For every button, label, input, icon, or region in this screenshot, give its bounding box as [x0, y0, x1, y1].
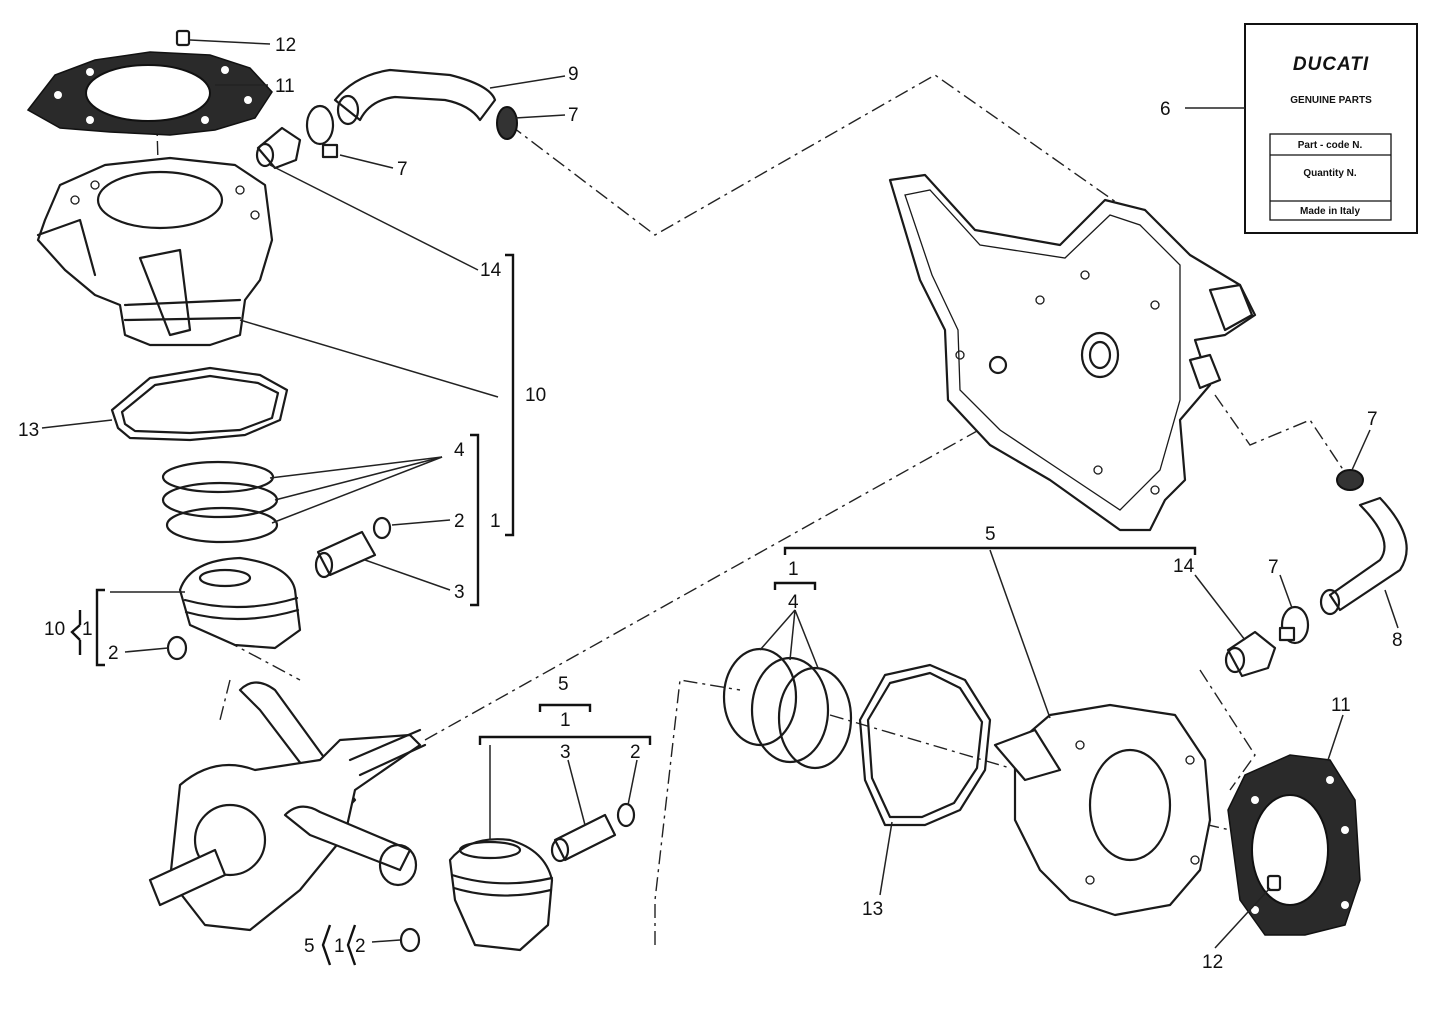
- clamp-7-top-right: [496, 106, 518, 140]
- leader-lines: [41, 39, 1399, 949]
- clamp-7-right-upper: [1336, 469, 1364, 491]
- crankshaft-assembly: [148, 681, 427, 932]
- clamp-7-right-lower: [1278, 605, 1310, 645]
- screw-12-top: [175, 29, 191, 47]
- piston-rings-4-right: [722, 647, 853, 770]
- label-card-quantity: Quantity N.: [1303, 168, 1357, 179]
- callout-1-left: 1: [490, 511, 501, 532]
- callout-7-top-right: 7: [568, 105, 579, 126]
- piston-rings-4-left: [161, 460, 279, 544]
- callout-7-right-lower: 7: [1268, 557, 1279, 578]
- callout-14-right: 14: [1173, 556, 1195, 577]
- callout-5-middle: 5: [558, 674, 569, 695]
- circlip-2-left-upper: [372, 516, 392, 540]
- callout-7-right-upper: 7: [1367, 409, 1378, 430]
- callout-10-piston: 10: [44, 619, 65, 640]
- callout-4-left: 4: [454, 440, 465, 461]
- callout-2-left-upper: 2: [454, 511, 465, 532]
- head-gasket-11-right: [1227, 754, 1361, 936]
- callout-8: 8: [1392, 630, 1403, 651]
- callout-2-left-lower: 2: [108, 643, 119, 664]
- engine-cover: [888, 173, 1257, 532]
- callout-numbers: 12 11 9 7 7 14 10 13 4 2 1 3 10 1 2 6 7 …: [18, 35, 1403, 973]
- piston-pin-3-bottom: [550, 813, 617, 863]
- callout-2-bottom: 2: [355, 936, 366, 957]
- callout-3-middle: 3: [560, 742, 571, 763]
- callout-11-right: 11: [1331, 695, 1351, 716]
- callout-2-middle: 2: [630, 742, 641, 763]
- circlip-2-left-lower: [166, 635, 188, 661]
- label-card-subtitle: GENUINE PARTS: [1290, 95, 1372, 106]
- cylinder-left: [36, 156, 274, 347]
- cylinder-right: [993, 703, 1212, 917]
- circlip-2-bottom-left: [399, 927, 421, 953]
- base-gasket-13-right: [858, 663, 992, 827]
- fitting-14-right: [1224, 630, 1277, 678]
- label-card-part-code: Part - code N.: [1298, 140, 1363, 151]
- callout-1-bottom: 1: [334, 936, 345, 957]
- screw-12-right: [1266, 874, 1282, 892]
- callout-1-piston: 1: [82, 619, 93, 640]
- callout-6: 6: [1160, 99, 1171, 120]
- circlip-2-bottom-right: [616, 802, 636, 828]
- callout-13-right: 13: [862, 899, 883, 920]
- piston-bottom: [448, 838, 554, 952]
- piston-left: [178, 556, 302, 650]
- callout-14-top: 14: [480, 260, 502, 281]
- callout-12-right: 12: [1202, 952, 1223, 973]
- base-gasket-13-left: [110, 366, 289, 442]
- callout-1-right: 1: [788, 559, 799, 580]
- callout-7-top-left: 7: [397, 159, 408, 180]
- callout-11-top: 11: [275, 76, 295, 97]
- clamp-7-top-left: [305, 104, 339, 159]
- hose-8: [1319, 496, 1408, 616]
- callout-5-bottom: 5: [304, 936, 315, 957]
- head-gasket-11-top: [26, 51, 273, 136]
- callout-12-top: 12: [275, 35, 296, 56]
- callout-4-right: 4: [788, 592, 799, 613]
- callout-1-middle: 1: [560, 710, 571, 731]
- callout-13-left: 13: [18, 420, 39, 441]
- fitting-14-top: [255, 126, 302, 170]
- label-card-brand: DUCATI: [1293, 54, 1369, 75]
- callout-10-cylinder: 10: [525, 385, 546, 406]
- label-card-origin: Made in Italy: [1300, 206, 1360, 217]
- grouping-brackets: [70, 253, 1197, 966]
- callout-9: 9: [568, 64, 579, 85]
- genuine-parts-label-card: DUCATI GENUINE PARTS Part - code N. Quan…: [1244, 23, 1418, 234]
- callout-3-left: 3: [454, 582, 465, 603]
- hose-9: [333, 68, 497, 126]
- piston-pin-3-left: [314, 530, 377, 579]
- callout-5-right: 5: [985, 524, 996, 545]
